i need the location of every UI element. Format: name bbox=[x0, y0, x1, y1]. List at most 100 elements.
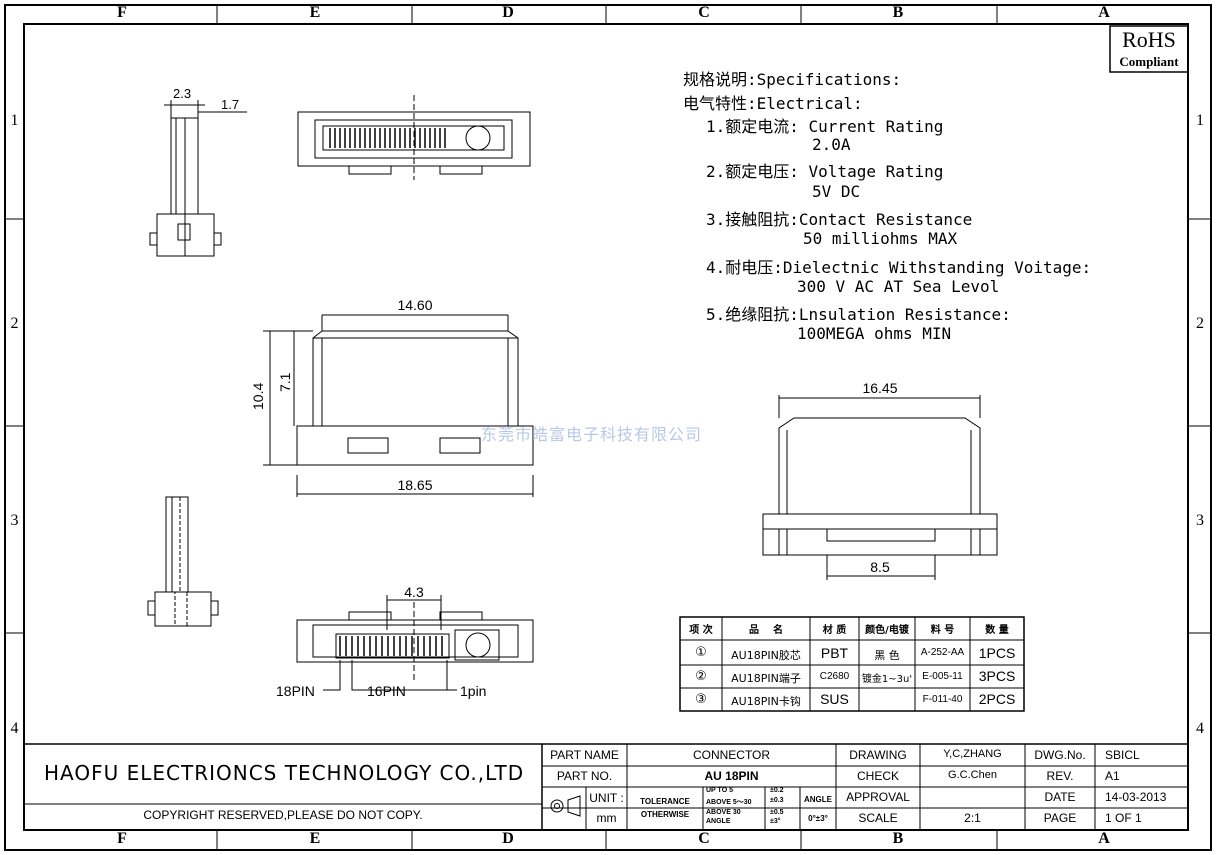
bom-table-grid bbox=[679, 616, 1025, 712]
part-no-value: AU 18PIN bbox=[704, 769, 759, 783]
spec-item-2-value: 5V DC bbox=[812, 182, 861, 201]
bom-r2-qty: 3PCS bbox=[978, 668, 1016, 684]
bom-r1-finish: 黑 色 bbox=[874, 649, 900, 662]
scale-label: SCALE bbox=[858, 811, 898, 825]
drawing-label: DRAWING bbox=[849, 748, 907, 762]
zone-col-top-b: B bbox=[892, 4, 904, 21]
bom-r1-material: PBT bbox=[820, 645, 849, 661]
bom-r3-material: SUS bbox=[820, 691, 849, 707]
border-frame bbox=[4, 4, 1212, 851]
tol-range-2: ABOVE 5～30 bbox=[706, 799, 752, 806]
drawing-by: Y,C,ZHANG bbox=[943, 748, 1002, 760]
zone-col-bottom-b: B bbox=[892, 830, 904, 847]
zone-col-bottom-a: A bbox=[1098, 830, 1110, 847]
spec-item-4-label: 4.耐电压:Dielectnic Withstanding Voitage: bbox=[706, 258, 1092, 277]
company-name: HAOFU ELECTRIONCS TECHNOLOGY CO.,LTD bbox=[44, 761, 525, 785]
zone-col-top-e: E bbox=[309, 4, 321, 21]
dim-front-height-upper: 7.1 bbox=[277, 372, 293, 392]
tol-value-3: ±0.5 bbox=[770, 809, 784, 816]
check-label: CHECK bbox=[856, 769, 899, 783]
bom-r1-item: ① bbox=[695, 645, 707, 660]
pin-label-16: 16PIN bbox=[367, 683, 406, 699]
bom-r2-name: AU18PIN端子 bbox=[731, 672, 801, 685]
bom-header-material: 材 质 bbox=[822, 625, 847, 636]
part-no-label: PART NO. bbox=[556, 769, 613, 783]
spec-item-1-label: 1.额定电流: Current Rating bbox=[706, 117, 944, 136]
dim-bottom-pitch: 4.3 bbox=[404, 584, 424, 600]
zone-col-bottom-f: F bbox=[117, 830, 127, 847]
bom-r3-qty: 2PCS bbox=[978, 691, 1016, 707]
dim-front-height-total: 10.4 bbox=[250, 382, 266, 410]
rev-label: REV. bbox=[1046, 769, 1074, 783]
bom-header-finish: 颜色/电镀 bbox=[865, 625, 909, 636]
dim-front-width-bottom: 18.65 bbox=[397, 477, 433, 493]
projection-symbol bbox=[546, 796, 582, 818]
spec-heading-2: 电气特性:Electrical: bbox=[683, 94, 863, 113]
scale-value: 2:1 bbox=[964, 811, 981, 825]
copyright-notice: COPYRIGHT RESERVED,PLEASE DO NOT COPY. bbox=[143, 808, 423, 822]
bottom-view bbox=[296, 595, 534, 691]
bom-r1-qty: 1PCS bbox=[978, 645, 1016, 661]
bom-header-partno: 料 号 bbox=[930, 625, 955, 636]
pin-label-18: 18PIN bbox=[276, 683, 315, 699]
zone-col-top-f: F bbox=[117, 4, 127, 21]
bom-r3-partno: F-011-40 bbox=[922, 694, 963, 705]
front-view bbox=[263, 314, 534, 497]
rohs-box bbox=[1109, 25, 1189, 73]
bom-header-qty: 数 量 bbox=[985, 625, 1009, 636]
pin-label-1: 1pin bbox=[460, 683, 487, 699]
zone-row-left-2: 2 bbox=[10, 315, 19, 332]
top-view bbox=[297, 95, 531, 180]
zone-col-top-d: D bbox=[502, 4, 514, 21]
spec-heading-1: 规格说明:Specifications: bbox=[683, 70, 902, 89]
zone-col-bottom-d: D bbox=[502, 830, 514, 847]
spec-item-4-value: 300 V AC AT Sea Levol bbox=[797, 277, 1000, 296]
angle-value: 0°±3° bbox=[808, 814, 828, 823]
part-name-label: PART NAME bbox=[550, 748, 619, 762]
dim-side-w2: 1.7 bbox=[221, 97, 240, 112]
dim-right-width-top: 16.45 bbox=[862, 380, 898, 396]
zone-row-left-4: 4 bbox=[10, 720, 19, 737]
unit-value: mm bbox=[596, 811, 617, 825]
rohs-title: RoHS bbox=[1122, 27, 1176, 52]
tol-value-1: ±0.2 bbox=[770, 787, 784, 794]
watermark: 东莞市皓富电子科技有限公司 bbox=[481, 425, 703, 444]
zone-row-left-3: 3 bbox=[10, 512, 19, 529]
page-label: PAGE bbox=[1043, 811, 1077, 825]
spec-item-2-label: 2.额定电压: Voltage Rating bbox=[706, 162, 944, 181]
tol-range-4: ANGLE bbox=[706, 818, 731, 825]
bom-r1-partno: A-252-AA bbox=[920, 647, 965, 658]
zone-row-right-1: 1 bbox=[1196, 112, 1204, 129]
zone-row-right-2: 2 bbox=[1196, 315, 1204, 332]
tol-range-1: UP TO 5 bbox=[706, 787, 733, 794]
tolerance-label: TOLERANCE bbox=[640, 797, 690, 806]
bom-r2-finish: 镀金1~3u' bbox=[861, 674, 913, 685]
side-view-top bbox=[149, 100, 247, 257]
bom-r3-name: AU18PIN卡钩 bbox=[731, 695, 801, 708]
unit-label: UNIT : bbox=[589, 791, 624, 805]
dwg-no-label: DWG.No. bbox=[1034, 748, 1086, 762]
spec-item-3-label: 3.接触阻抗:Contact Resistance bbox=[706, 210, 973, 229]
dim-side-w1: 2.3 bbox=[173, 86, 192, 101]
zone-col-bottom-c: C bbox=[698, 830, 710, 847]
date-label: DATE bbox=[1044, 790, 1076, 804]
zone-col-top-c: C bbox=[698, 4, 710, 21]
zone-col-bottom-e: E bbox=[309, 830, 321, 847]
bom-r2-item: ② bbox=[695, 669, 707, 684]
angle-label: ANGLE bbox=[804, 795, 832, 804]
zone-row-left-1: 1 bbox=[10, 112, 19, 129]
title-block-grid bbox=[24, 743, 1188, 830]
bom-r2-material: C2680 bbox=[819, 671, 850, 682]
zone-row-right-4: 4 bbox=[1196, 720, 1204, 737]
spec-item-5-value: 100MEGA ohms MIN bbox=[797, 324, 952, 343]
approval-label: APPROVAL bbox=[846, 790, 910, 804]
spec-item-3-value: 50 milliohms MAX bbox=[803, 229, 958, 248]
spec-item-5-label: 5.绝缘阻抗:Lnsulation Resistance: bbox=[706, 305, 1011, 324]
part-name-value: CONNECTOR bbox=[692, 748, 771, 762]
rohs-subtitle: Compliant bbox=[1119, 54, 1179, 69]
bom-r3-item: ③ bbox=[695, 692, 707, 707]
bom-header-name: 品 名 bbox=[749, 625, 783, 636]
otherwise-label: OTHERWISE bbox=[640, 810, 690, 819]
check-by: G.C.Chen bbox=[948, 769, 997, 781]
